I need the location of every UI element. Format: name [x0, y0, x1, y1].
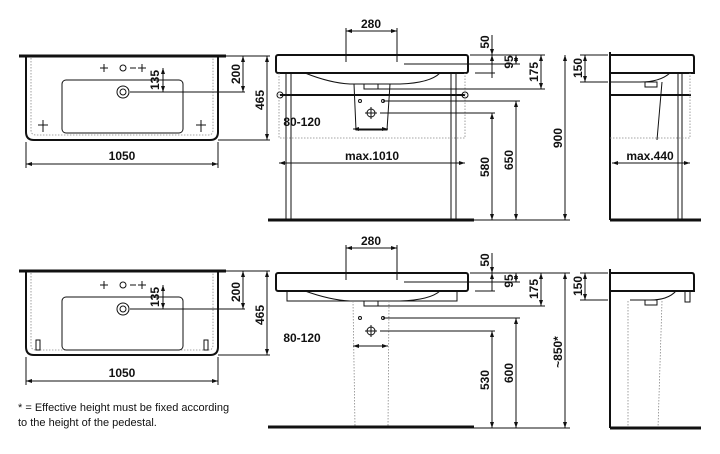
dim-95: 95	[502, 55, 516, 69]
dim-280: 280	[361, 234, 381, 248]
dim-1050: 1050	[109, 149, 136, 163]
top-front-view: 280 50 95 175 900 580 650 80-120 max.101…	[268, 17, 570, 222]
dim-135: 135	[148, 70, 162, 90]
dim-max-1010: max.1010	[345, 149, 399, 163]
dim-200: 200	[229, 64, 243, 84]
dim-150: 150	[571, 58, 585, 78]
footnote-line-1: * = Effective height must be fixed accor…	[18, 402, 230, 414]
dim-150: 150	[571, 276, 585, 296]
dim-95: 95	[502, 274, 516, 288]
dim-280: 280	[361, 17, 381, 31]
bottom-plan-view: 135 200 465 1050	[19, 269, 270, 385]
dim-530: 530	[478, 370, 492, 390]
dim-175: 175	[527, 279, 541, 299]
dim-465: 465	[253, 90, 267, 110]
dim-max-440: max.440	[626, 149, 674, 163]
dim-600: 600	[502, 363, 516, 383]
dim-650: 650	[502, 150, 516, 170]
dim-465: 465	[253, 305, 267, 325]
dim-580: 580	[478, 157, 492, 177]
bottom-front-view: 280 50 95 175 ~850* 530 600 80-120	[268, 234, 570, 429]
dim-200: 200	[229, 282, 243, 302]
dim-135: 135	[148, 287, 162, 307]
dim-1050: 1050	[109, 366, 136, 380]
dim-850: ~850*	[551, 336, 565, 368]
top-side-view: 150 max.440	[571, 52, 701, 222]
top-plan-view: 135 200 465 1050	[19, 54, 270, 168]
dim-175: 175	[527, 62, 541, 82]
footnote-line-2: to the height of the pedestal.	[18, 417, 157, 429]
dim-50: 50	[478, 35, 492, 49]
dim-80-120: 80-120	[283, 115, 321, 129]
dim-50: 50	[478, 253, 492, 267]
dim-80-120: 80-120	[283, 331, 321, 345]
bottom-side-view: 150	[571, 269, 701, 430]
dim-900: 900	[551, 128, 565, 148]
